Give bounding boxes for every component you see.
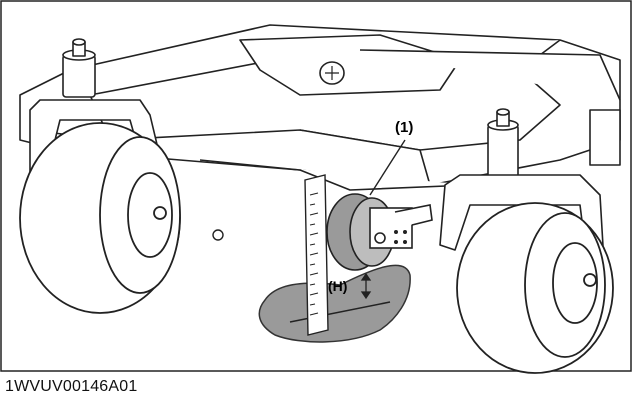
callout-leader-1: [369, 139, 406, 196]
measuring-ruler: [304, 174, 329, 336]
right-caster-assembly: [439, 108, 621, 286]
left-caster-assembly: [29, 38, 176, 226]
mower-deck: [19, 24, 621, 191]
anti-scalp-roller: [326, 193, 433, 271]
callout-label-height: (H): [328, 278, 348, 294]
height-arrow-icon: [360, 272, 372, 300]
figure-id-code: 1WVUV00146A01: [5, 378, 138, 395]
left-caster-wheel: [19, 122, 181, 314]
bolt-icon: [212, 229, 224, 241]
right-caster-wheel: [456, 202, 614, 374]
callout-label-1: (1): [395, 119, 414, 136]
